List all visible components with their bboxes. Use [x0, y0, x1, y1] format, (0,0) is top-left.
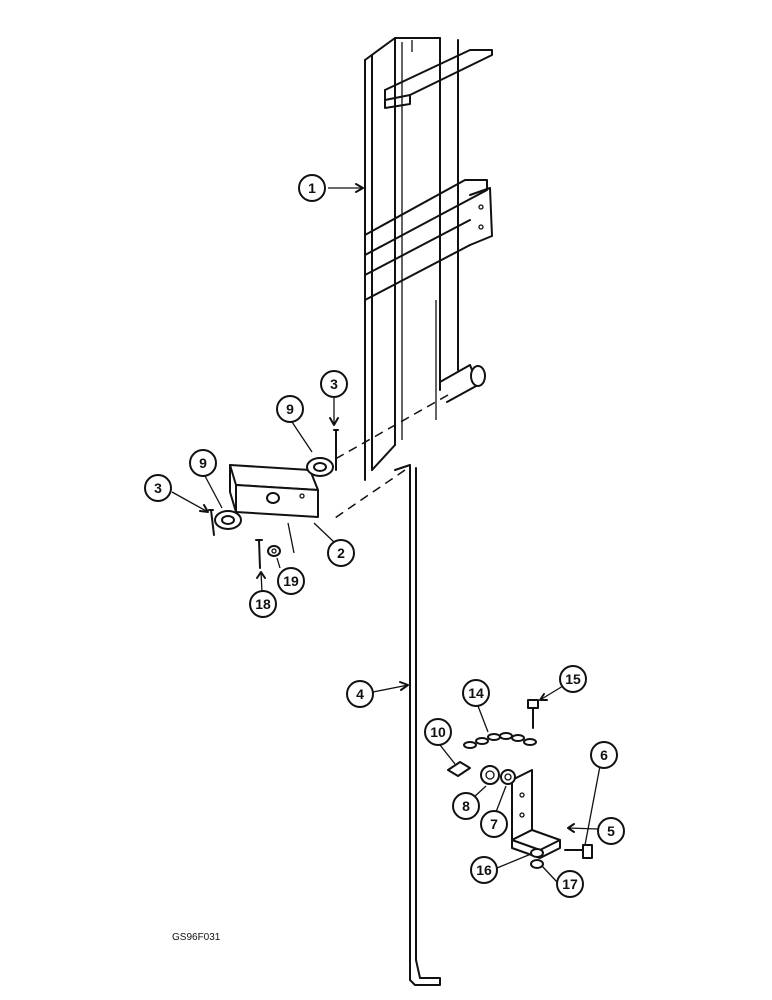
callout-5: 5 — [597, 817, 625, 845]
callout-14: 14 — [462, 679, 490, 707]
callout-3-upper: 3 — [320, 370, 348, 398]
callout-15: 15 — [559, 665, 587, 693]
callout-19: 19 — [277, 567, 305, 595]
lock-washer-19 — [267, 545, 281, 557]
s-hook-10 — [447, 761, 471, 777]
svg-text:1: 1 — [308, 180, 316, 196]
callout-10: 10 — [424, 718, 452, 746]
svg-text:4: 4 — [356, 686, 364, 702]
washer-7 — [500, 769, 516, 785]
svg-text:18: 18 — [255, 596, 271, 612]
callout-9-upper: 9 — [276, 395, 304, 423]
callout-1: 1 — [298, 174, 326, 202]
washer-upper — [306, 457, 334, 477]
figure-code: GS96F031 — [172, 932, 221, 943]
bolt-15 — [527, 699, 539, 729]
svg-text:19: 19 — [283, 573, 299, 589]
callout-9-lower: 9 — [189, 449, 217, 477]
washer-17 — [530, 859, 544, 869]
callout-6: 6 — [590, 741, 618, 769]
callout-8: 8 — [452, 792, 480, 820]
svg-text:17: 17 — [562, 876, 578, 892]
callout-17: 17 — [556, 870, 584, 898]
callout-4: 4 — [346, 680, 374, 708]
svg-text:2: 2 — [337, 545, 345, 561]
angle-bracket-5 — [511, 769, 561, 859]
svg-text:8: 8 — [462, 798, 470, 814]
svg-text:9: 9 — [286, 401, 294, 417]
nut-16 — [530, 848, 544, 858]
assembly-line-pin — [329, 394, 449, 463]
assembly-line-rod — [331, 469, 406, 521]
svg-text:14: 14 — [468, 685, 484, 701]
callout-2: 2 — [327, 539, 355, 567]
nut-8 — [480, 765, 500, 785]
svg-text:6: 6 — [600, 747, 608, 763]
callout-18: 18 — [249, 590, 277, 618]
cotter-pin-upper — [333, 429, 339, 471]
chain-14 — [463, 732, 537, 749]
callout-7: 7 — [480, 810, 508, 838]
svg-text:10: 10 — [430, 724, 446, 740]
cotter-pin-lower — [208, 509, 215, 536]
callout-16: 16 — [470, 856, 498, 884]
svg-text:3: 3 — [154, 480, 162, 496]
washer-lower — [214, 510, 242, 530]
svg-text:5: 5 — [607, 823, 615, 839]
svg-text:15: 15 — [565, 671, 581, 687]
leader-lines — [171, 183, 601, 883]
plate-part — [229, 464, 319, 518]
svg-text:9: 9 — [199, 455, 207, 471]
svg-text:7: 7 — [490, 816, 498, 832]
rod-part — [394, 464, 441, 986]
bolt-18 — [255, 539, 263, 569]
bolt-6 — [564, 844, 593, 859]
frame-post-assembly — [364, 37, 493, 481]
svg-text:16: 16 — [476, 862, 492, 878]
callout-3-lower: 3 — [144, 474, 172, 502]
svg-text:3: 3 — [330, 376, 338, 392]
